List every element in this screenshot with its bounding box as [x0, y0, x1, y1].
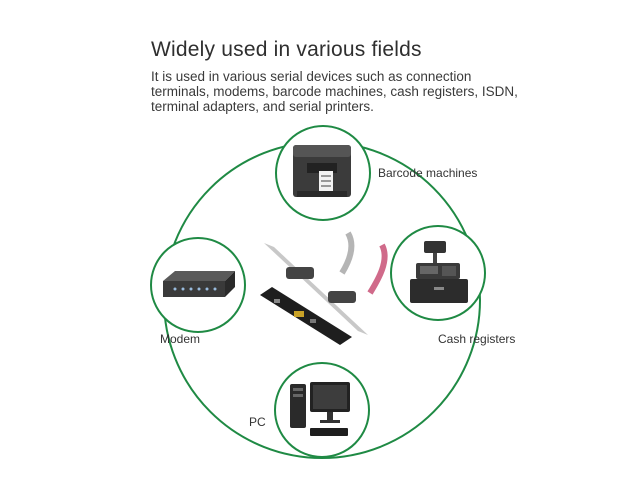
- desktop-pc-icon: [290, 382, 350, 436]
- pc-label: PC: [249, 415, 266, 429]
- barcode-printer-icon: [293, 145, 351, 197]
- barcode-machine-label: Barcode machines: [378, 166, 478, 180]
- page-title: Widely used in various fields: [151, 38, 422, 61]
- modem-node: [150, 237, 246, 333]
- description-text: It is used in various serial devices suc…: [151, 69, 518, 114]
- cash-register-label: Cash registers: [438, 332, 516, 346]
- modem-label: Modem: [160, 332, 201, 346]
- barcode-machine-node: [275, 125, 371, 221]
- cash-register-icon: [410, 241, 468, 303]
- modem-icon: [163, 271, 235, 297]
- serial-expansion-card: [260, 231, 388, 345]
- pc-node: [274, 362, 370, 458]
- cash-register-node: [390, 225, 486, 321]
